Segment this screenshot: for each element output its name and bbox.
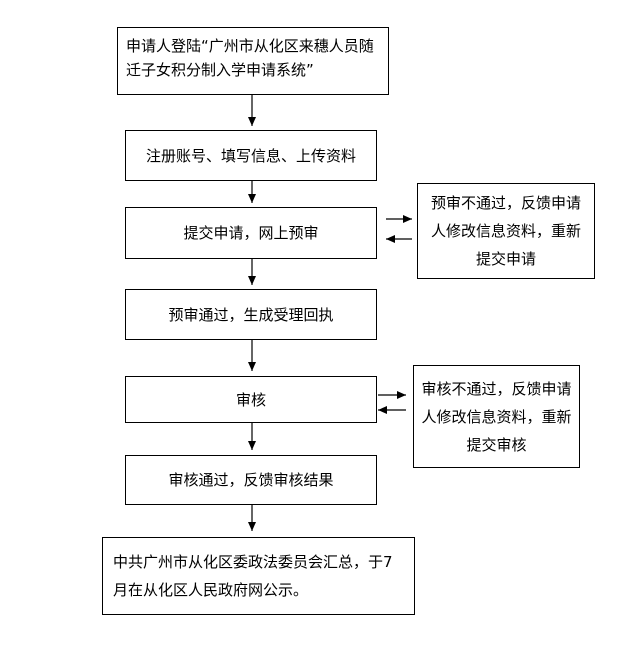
step-review-pass-text: 审核通过，反馈审核结果 <box>168 471 334 489</box>
step-prereview-pass: 预审通过，生成受理回执 <box>125 289 377 340</box>
step-login-text: 申请人登陆“广州市从化区来穗人员随迁子女积分制入学申请系统” <box>126 37 374 79</box>
step-login: 申请人登陆“广州市从化区来穗人员随迁子女积分制入学申请系统” <box>117 27 389 95</box>
note-review-fail-text: 审核不通过，反馈申请人修改信息资料，重新提交审核 <box>421 379 572 454</box>
step-review-text: 审核 <box>235 390 266 409</box>
step-publish: 中共广州市从化区委政法委员会汇总，于7月在从化区人民政府网公示。 <box>102 537 415 615</box>
step-register: 注册账号、填写信息、上传资料 <box>125 130 377 181</box>
step-review: 审核 <box>125 376 377 423</box>
step-review-pass: 审核通过，反馈审核结果 <box>125 455 377 505</box>
step-submit-text: 提交申请，网上预审 <box>183 224 319 242</box>
step-publish-text: 中共广州市从化区委政法委员会汇总，于7月在从化区人民政府网公示。 <box>113 553 393 599</box>
step-submit: 提交申请，网上预审 <box>125 207 377 259</box>
note-review-fail: 审核不通过，反馈申请人修改信息资料，重新提交审核 <box>413 365 580 468</box>
step-register-text: 注册账号、填写信息、上传资料 <box>145 146 356 165</box>
note-prereview-fail: 预审不通过，反馈申请人修改信息资料，重新提交申请 <box>417 183 595 279</box>
step-prereview-pass-text: 预审通过，生成受理回执 <box>168 305 334 324</box>
note-prereview-fail-text: 预审不通过，反馈申请人修改信息资料，重新提交申请 <box>430 194 581 268</box>
